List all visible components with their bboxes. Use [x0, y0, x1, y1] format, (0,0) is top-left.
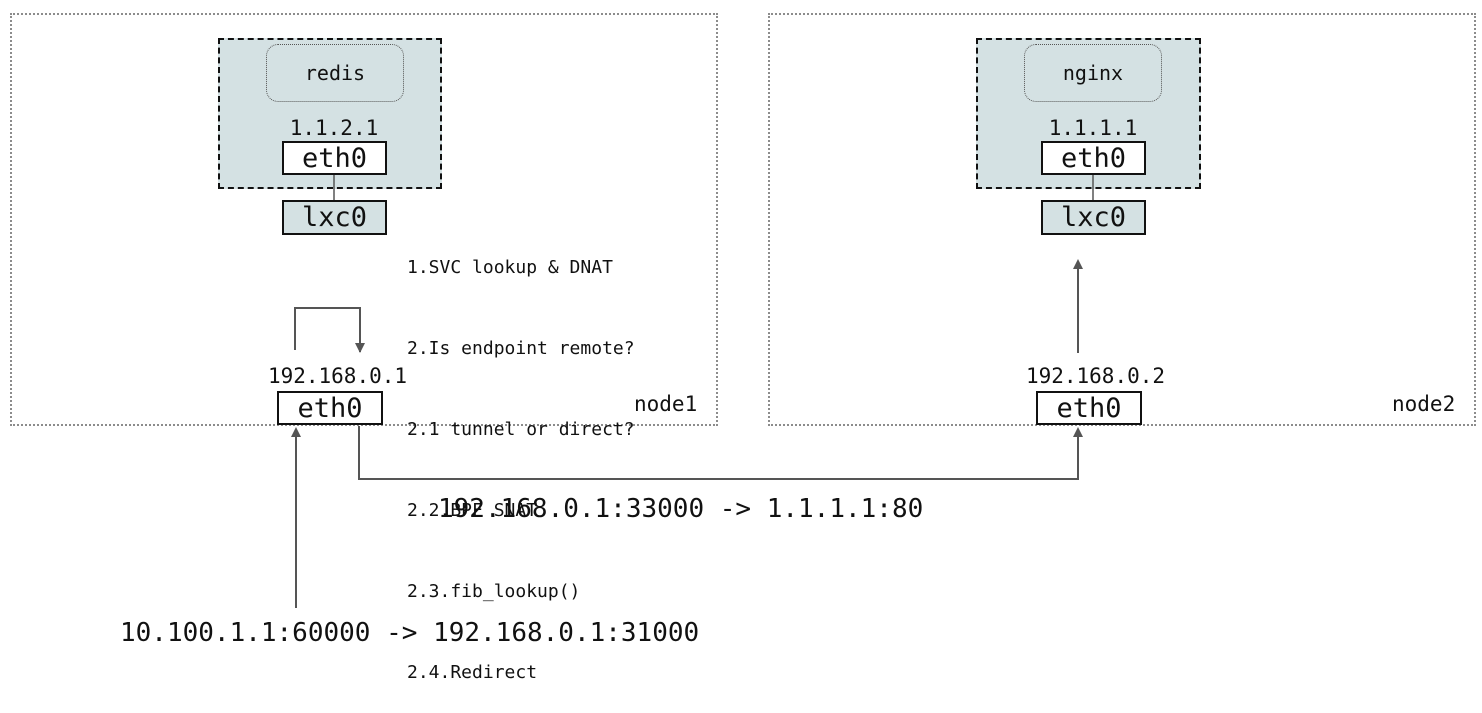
- redis-container: redis: [266, 44, 404, 102]
- node2-lxc0: lxc0: [1041, 200, 1146, 235]
- step-2-1: 2.1 tunnel or direct?: [407, 419, 635, 440]
- node-to-node-flow-label: 192.168.0.1:33000 -> 1.1.1.1:80: [438, 494, 924, 524]
- node1-box: [10, 13, 718, 426]
- step-2: 2.Is endpoint remote?: [407, 338, 635, 359]
- node1-lxc0: lxc0: [282, 200, 387, 235]
- node-to-node-path: [358, 426, 1079, 480]
- node1-lxc0-label: lxc0: [301, 202, 368, 233]
- nginx-container: nginx: [1024, 44, 1162, 102]
- redis-pod-eth0: eth0: [282, 141, 387, 175]
- step-2-2: 2.2.BPF SNAT: [407, 500, 538, 521]
- redis-pod-eth0-label: eth0: [301, 142, 368, 174]
- nginx-container-label: nginx: [1062, 61, 1124, 85]
- step-2-3: 2.3.fib_lookup(): [407, 581, 581, 602]
- external-in-flow-label: 10.100.1.1:60000 -> 192.168.0.1:31000: [120, 618, 700, 648]
- node2-host-ip: 192.168.0.2: [1025, 364, 1166, 388]
- node1-label: node1: [634, 392, 698, 416]
- node2-lxc0-label: lxc0: [1060, 202, 1127, 233]
- node1-host-eth0: eth0: [277, 391, 383, 425]
- node1-redirect-loop: [294, 307, 361, 352]
- step-2-4: 2.4.Redirect: [407, 662, 538, 683]
- nginx-pod-eth0-label: eth0: [1060, 142, 1127, 174]
- nginx-pod-ip: 1.1.1.1: [1048, 116, 1138, 140]
- node1-redirect-arrowhead: [355, 343, 365, 353]
- redis-pod-ip: 1.1.2.1: [289, 116, 379, 140]
- nginx-pod-eth0: eth0: [1041, 141, 1146, 175]
- node2-host-eth0-label: eth0: [1056, 392, 1122, 424]
- redis-container-label: redis: [304, 61, 366, 85]
- node2-label: node2: [1392, 392, 1456, 416]
- node1-host-eth0-label: eth0: [297, 392, 363, 424]
- connector-lines: [291, 175, 1094, 608]
- node2-up-arrowhead: [1073, 259, 1083, 269]
- node2-box: [768, 13, 1476, 426]
- external-in-arrowhead: [291, 427, 301, 437]
- node1-host-ip: 192.168.0.1: [267, 364, 408, 388]
- node-to-node-arrowhead: [1073, 427, 1083, 437]
- step-1: 1.SVC lookup & DNAT: [407, 257, 613, 278]
- node2-host-eth0: eth0: [1036, 391, 1142, 425]
